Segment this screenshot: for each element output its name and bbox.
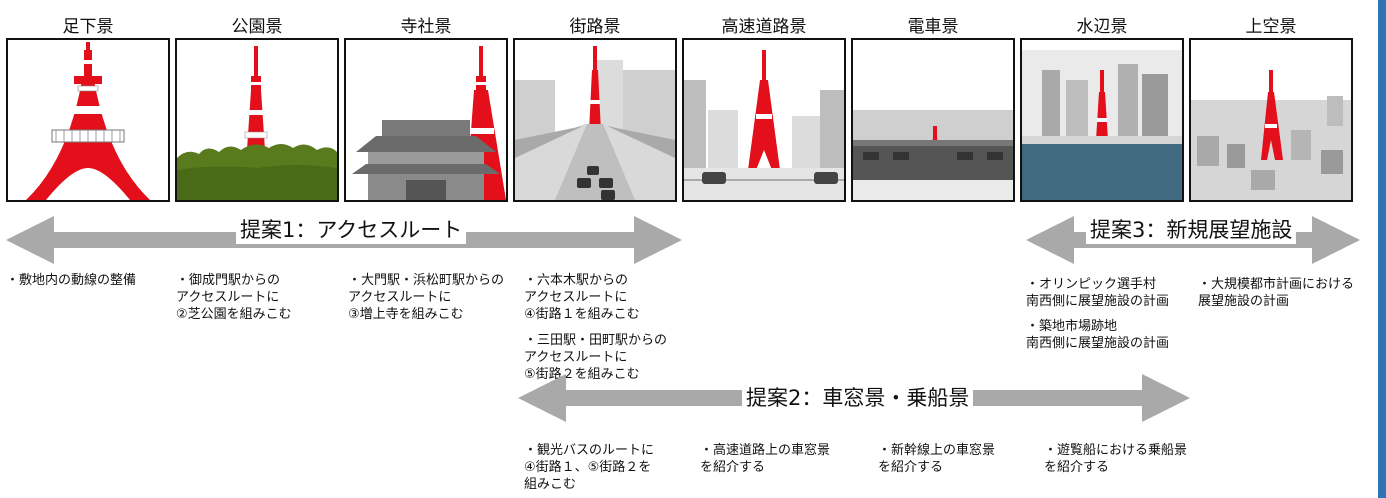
panel-waterside-view [1020,38,1184,202]
panel-ashimoto-view [6,38,170,202]
proposal-2-note-highway: ・高速道路上の車窓景 を紹介する [700,443,831,475]
proposal-3-title: 提案3：新規展望施設 [1086,214,1297,244]
column-label-street: 街路景 [569,17,621,37]
column-label-park: 公園景 [231,17,283,37]
proposal-1-note-site: ・敷地内の動線の整備 [6,273,137,288]
proposal-2-note-cruise: ・遊覧船における乗船景 を紹介する [1044,443,1188,475]
proposal-1-note-daimon: ・大門駅・浜松町駅からの アクセスルートに ③増上寺を組みこむ [348,273,505,322]
column-label-train: 電車景 [907,17,959,37]
panel-highway-view [682,38,846,202]
panel-train-view [851,38,1015,202]
proposal-3-note-olympic: ・オリンピック選手村 南西側に展望施設の計画 [1026,277,1170,309]
proposal-1-note-mita: ・三田駅・田町駅からの アクセスルートに ⑤街路２を組みこむ [524,333,668,382]
proposal-1-note-onarimon: ・御成門駅からの アクセスルートに ②芝公園を組みこむ [176,273,292,322]
panel-park-view [175,38,339,202]
proposal-2-note-bus: ・観光バスのルートに ④街路１、⑤街路２を 組みこむ [524,443,655,492]
panel-street-view [513,38,677,202]
column-label-waterside: 水辺景 [1076,17,1128,37]
panel-temple-view [344,38,508,202]
column-label-highway: 高速道路景 [721,17,807,37]
panel-aerial-view [1189,38,1353,202]
proposal-3-note-urban: ・大規模都市計画における 展望施設の計画 [1198,277,1355,309]
accent-border [1378,0,1386,498]
proposal-2-note-shinkansen: ・新幹線上の車窓景 を紹介する [878,443,996,475]
proposal-2-title: 提案2：車窓景・乗船景 [742,382,974,412]
column-label-temple: 寺社景 [400,17,452,37]
column-label-ashimoto: 足下景 [62,17,114,37]
column-label-aerial: 上空景 [1245,17,1297,37]
proposal-3-note-tsukiji: ・築地市場跡地 南西側に展望施設の計画 [1026,319,1170,351]
proposal-1-note-roppongi: ・六本木駅からの アクセスルートに ④街路１を組みこむ [524,273,640,322]
proposal-1-title: 提案1：アクセスルート [236,214,467,244]
